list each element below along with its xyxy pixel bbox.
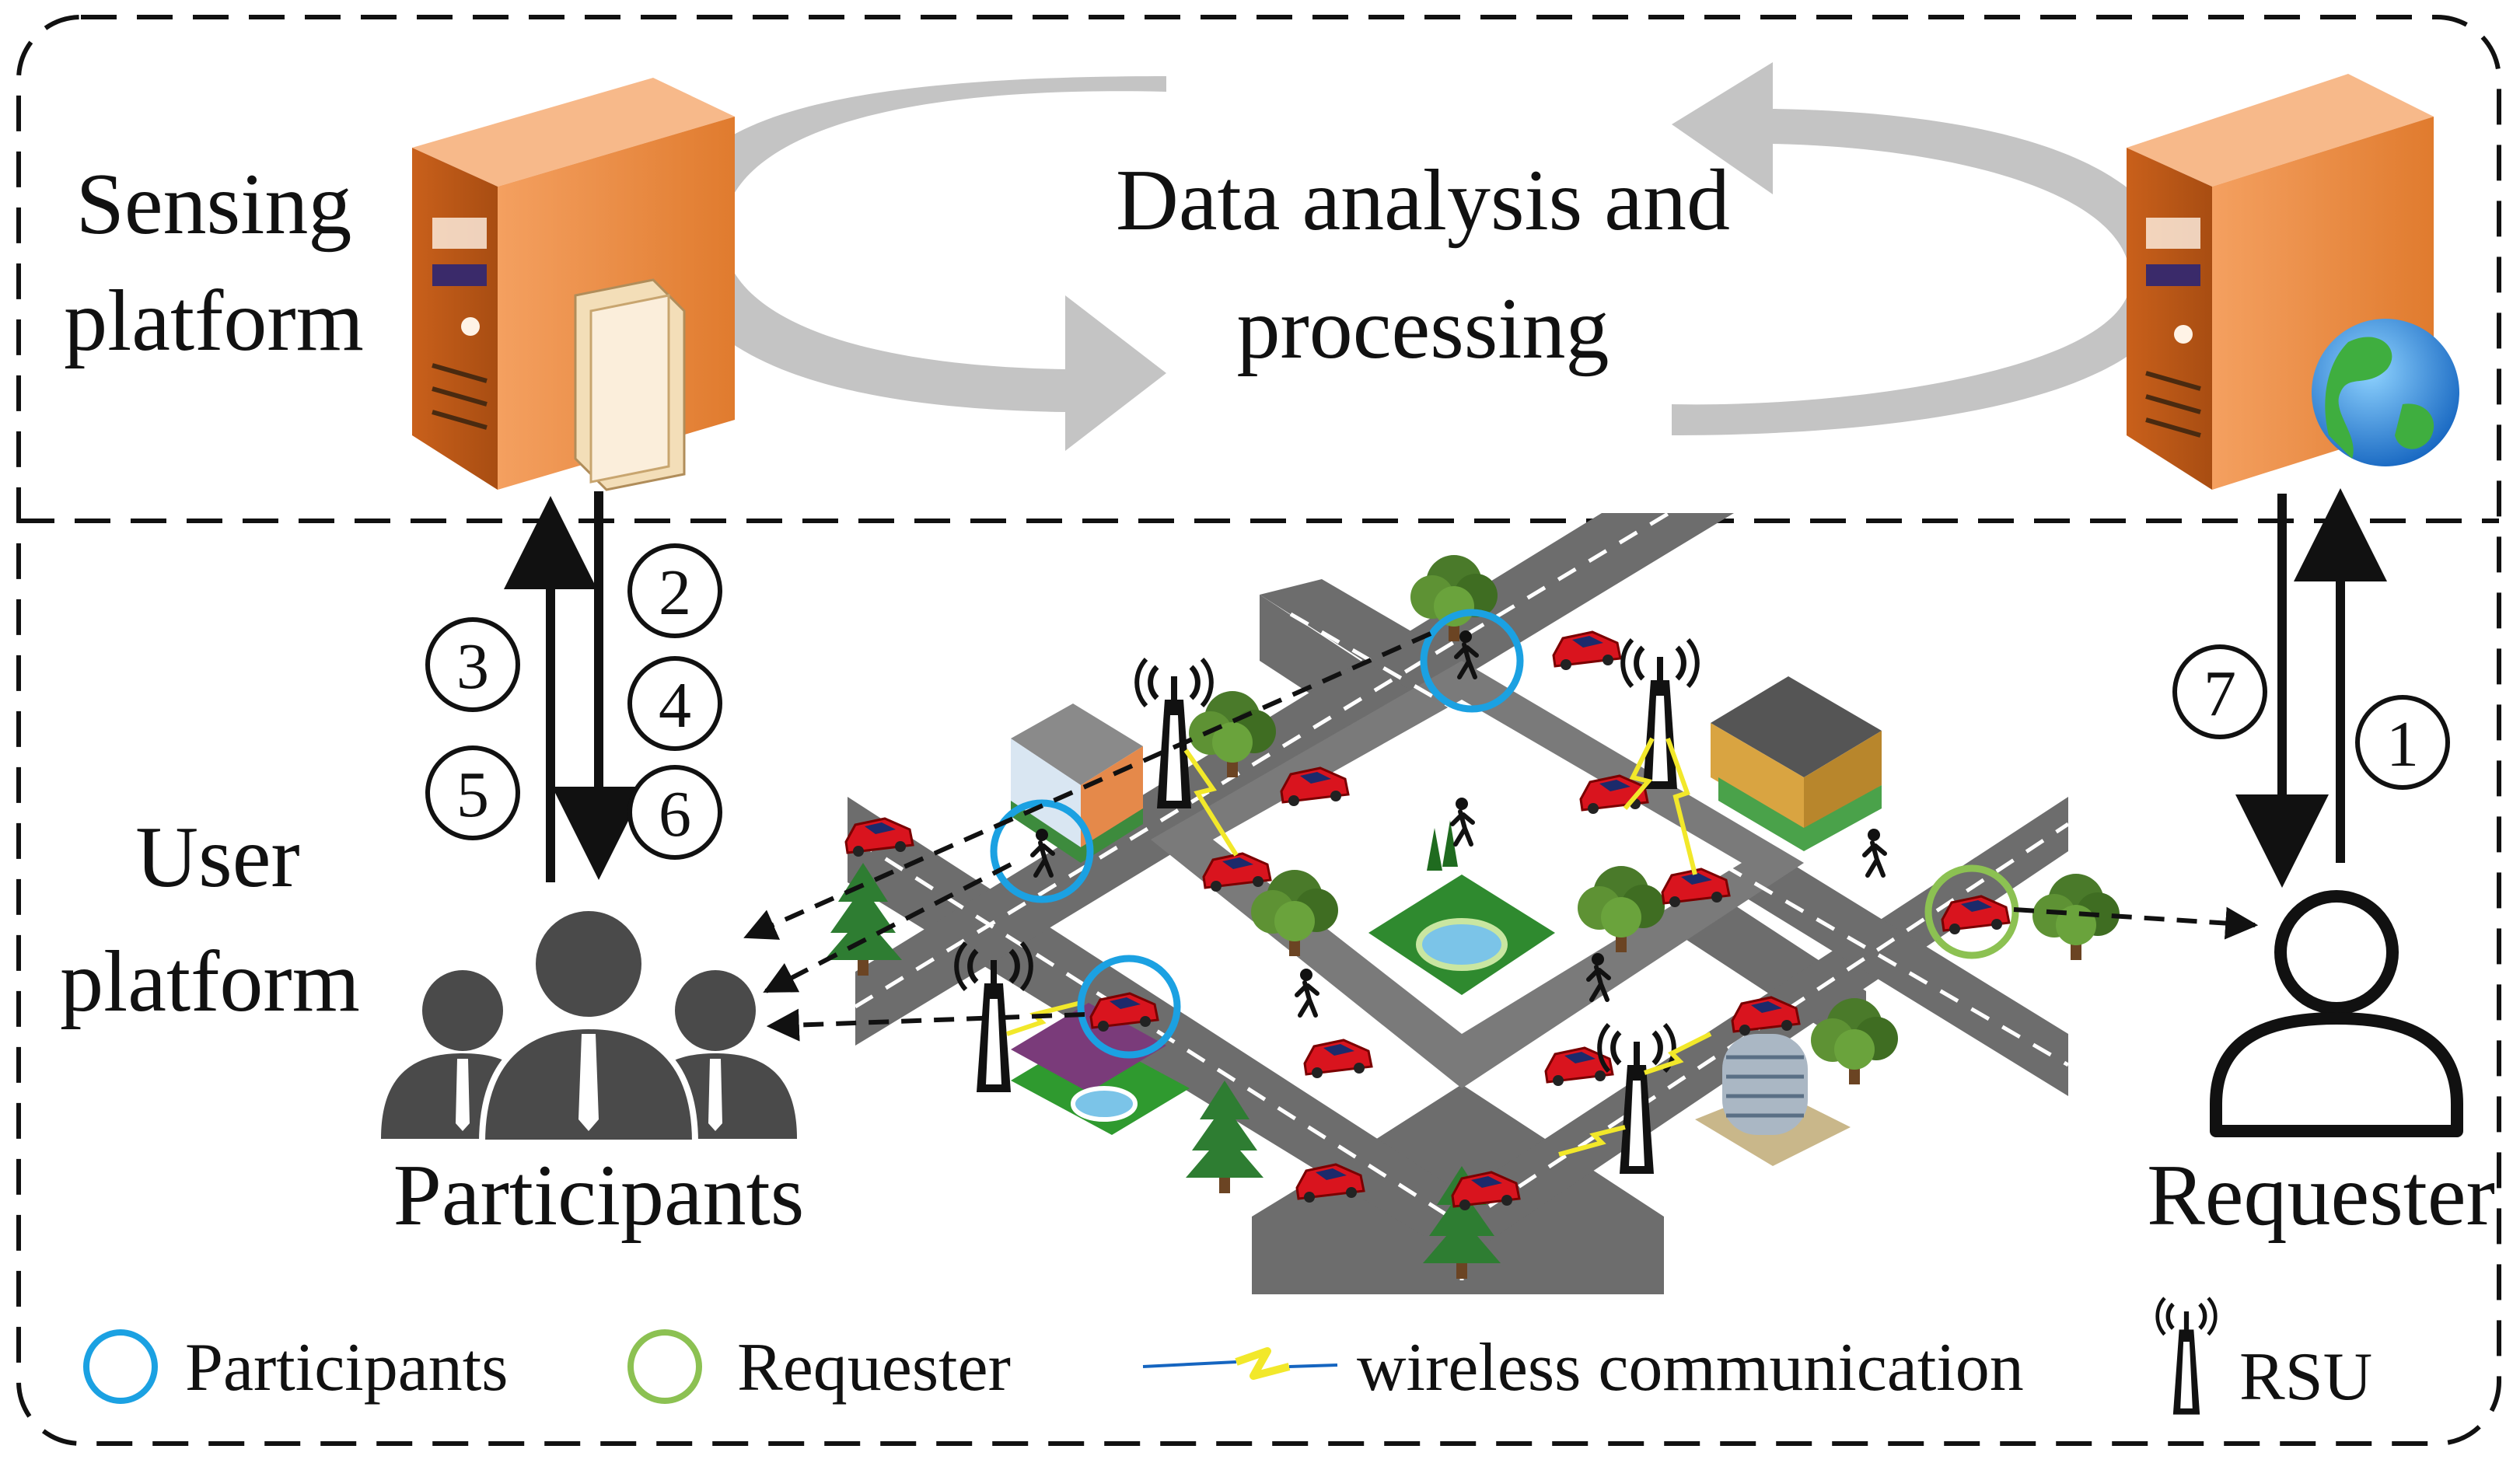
participant-highlight (990, 799, 1094, 903)
step-7-marker: 7 (2172, 644, 2267, 739)
legend-requester-circle (627, 1329, 702, 1404)
step-6-marker: 6 (627, 765, 722, 860)
svg-text:3: 3 (456, 630, 489, 703)
legend-participants-label: Participants (185, 1330, 508, 1405)
rsu-icon (2158, 1298, 2216, 1415)
step-2-marker: 2 (627, 543, 722, 638)
participants-label: Participants (393, 1147, 805, 1244)
requester-person-icon (2210, 890, 2463, 1137)
svg-text:1: 1 (2386, 708, 2419, 780)
processing-cycle-arrows (669, 62, 2177, 451)
svg-text:6: 6 (659, 778, 691, 850)
wireless-communication-icon (1142, 1347, 1338, 1380)
svg-text:5: 5 (456, 759, 489, 831)
web-server-icon (2127, 74, 2459, 490)
svg-text:4: 4 (659, 669, 691, 742)
sensing-platform-label-1: Sensing (76, 156, 352, 253)
sensing-server-icon (412, 78, 735, 491)
outer-frame (16, 15, 2501, 1446)
legend-wireless-label: wireless communication (1357, 1330, 2024, 1405)
park-area (1368, 820, 1555, 995)
svg-text:7: 7 (2204, 658, 2236, 730)
user-platform-label-1: User (135, 809, 299, 906)
legend: Participants Requester wireless communic… (83, 1298, 2372, 1415)
step-3-marker: 3 (425, 617, 520, 712)
motel-building-icon (1011, 1003, 1190, 1135)
step-4-marker: 4 (627, 656, 722, 751)
legend-participant-circle (83, 1329, 158, 1404)
data-flow-arrows (743, 631, 2259, 1042)
step-1-marker: 1 (2355, 695, 2450, 790)
data-analysis-label-2: processing (1236, 281, 1609, 377)
requester-label: Requester (2147, 1147, 2495, 1244)
svg-text:2: 2 (659, 557, 691, 629)
legend-requester-label: Requester (737, 1330, 1011, 1405)
step-markers: 2 3 4 5 6 7 1 (425, 543, 2450, 860)
legend-rsu-label: RSU (2239, 1339, 2372, 1415)
sensing-platform-label-2: platform (64, 273, 364, 369)
school-building-icon (1711, 676, 1882, 851)
participant-highlight (1077, 955, 1181, 1059)
participant-highlight (1420, 609, 1524, 713)
participants-group-icon (381, 905, 797, 1146)
step-5-marker: 5 (425, 745, 520, 840)
data-analysis-label-1: Data analysis and (1116, 152, 1730, 249)
wireless-links (1006, 737, 1712, 1157)
user-platform-label-2: platform (60, 934, 360, 1030)
office-tower-icon (1695, 1034, 1851, 1166)
city-map (824, 495, 2120, 1294)
